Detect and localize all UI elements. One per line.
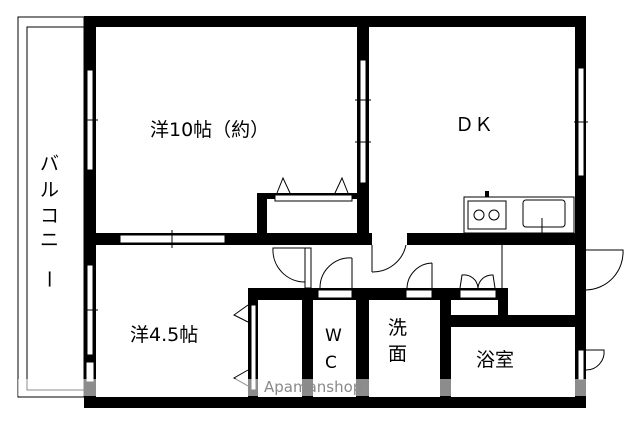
balcony-char: ル [40, 179, 59, 201]
room-label-bathroom: 浴室 [476, 349, 514, 371]
room-label-dk: ＤＫ [455, 114, 493, 136]
balcony-char: ー [38, 270, 60, 289]
windows [84, 67, 588, 383]
interior-walls [84, 16, 575, 408]
balcony-char: ニ [40, 229, 59, 251]
room-label-western-10: 洋10帖（約） [150, 119, 269, 141]
room-label-wc-c: C [325, 353, 337, 373]
room-label-wash-1: 洗 [388, 317, 407, 339]
balcony-char: コ [40, 205, 59, 227]
balcony-char: バ [40, 153, 59, 175]
watermark-band [18, 379, 586, 396]
door-swings [272, 244, 624, 371]
kitchen-counter [463, 191, 575, 234]
watermark: Apamanshop [264, 378, 362, 396]
room-label-western-4-5: 洋4.5帖 [130, 324, 198, 346]
room-label-wash-2: 面 [388, 343, 407, 365]
room-label-wc-w: W [325, 326, 342, 346]
balcony-label: バ ル コ ニ ー [38, 153, 60, 289]
